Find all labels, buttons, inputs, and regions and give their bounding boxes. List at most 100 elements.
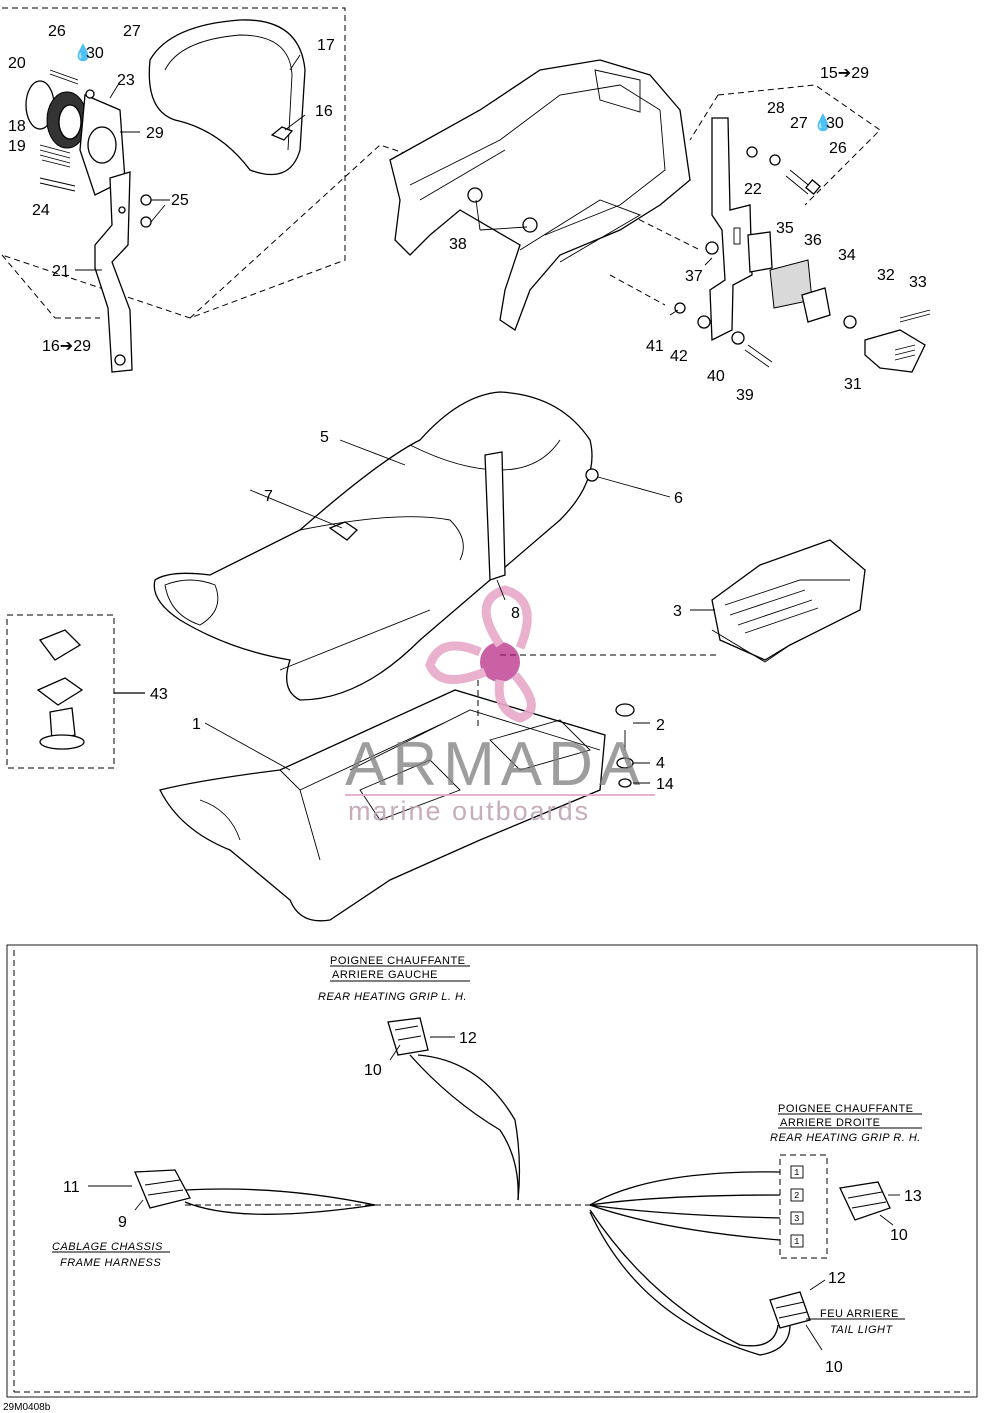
range-right: 15➔29 [820, 65, 869, 82]
tail-en: TAIL LIGHT [830, 1324, 893, 1336]
nut-14 [618, 778, 632, 788]
luggage-rack [389, 59, 691, 331]
bracket-22 [709, 117, 753, 342]
callout-24: 24 [32, 202, 50, 219]
callout-2: 2 [656, 717, 665, 734]
callout-9: 9 [118, 1214, 127, 1231]
callout-36: 36 [804, 232, 822, 249]
screw-26b [785, 169, 813, 195]
washer-37 [705, 241, 719, 255]
bracket-21 [94, 171, 133, 373]
spacer-35 [747, 231, 773, 273]
callout-10a: 10 [364, 1062, 382, 1079]
armada-watermark: ARMADA marine outboards [345, 585, 655, 826]
callout-39: 39 [736, 387, 754, 404]
seat-cushion [153, 391, 593, 701]
callout-11: 11 [63, 1179, 80, 1196]
frame-1 [159, 689, 606, 922]
nut-25 [140, 194, 152, 206]
tail-fr: FEU ARRIERE [820, 1308, 899, 1320]
drawing-code: 29M0408b [3, 1402, 51, 1413]
pin-2: 2 [794, 1191, 799, 1201]
callout-28: 28 [767, 100, 785, 117]
nut-41 [674, 302, 686, 314]
washer-28 [746, 146, 758, 158]
backrest-group-outline [1, 7, 346, 319]
grip-lh-fr-2: ARRIERE GAUCHE [332, 969, 438, 981]
callout-26a: 26 [48, 23, 66, 40]
callout-labels: 5 7 6 8 3 43 1 2 4 14 26 💧 30 27 20 23 1… [8, 23, 927, 793]
callout-34: 34 [838, 247, 856, 264]
callout-32: 32 [877, 267, 895, 284]
pin-3: 3 [794, 1214, 799, 1224]
callout-41: 41 [646, 338, 664, 355]
callout-43: 43 [150, 686, 168, 703]
callout-6: 6 [674, 490, 683, 507]
backrest-knob [270, 126, 294, 141]
grommet-kit-group [6, 614, 145, 769]
callout-40: 40 [707, 368, 725, 385]
grip-rh-fr-1: POIGNEE CHAUFFANTE [778, 1103, 914, 1115]
nut-38 [467, 187, 483, 203]
pin-1: 1 [794, 1168, 799, 1178]
callout-5: 5 [320, 429, 329, 446]
callout-29: 29 [146, 125, 164, 142]
callout-42: 42 [670, 348, 688, 365]
callout-38: 38 [449, 236, 467, 253]
propeller-logo [425, 585, 536, 723]
wire-tail [589, 1209, 779, 1347]
range-left: 16➔29 [42, 338, 91, 355]
seat-knob-7 [328, 521, 359, 541]
grip-lh-fr-1: POIGNEE CHAUFFANTE [330, 955, 466, 967]
callout-27a: 27 [123, 23, 141, 40]
connector-frame [134, 1169, 191, 1209]
oil-drop-icon-2: 💧 [813, 113, 833, 132]
plate [36, 677, 84, 706]
storage-box-3 [711, 539, 866, 661]
connector-tail-light [769, 1291, 811, 1329]
screw-24 [39, 177, 76, 192]
washer-27 [769, 154, 781, 166]
grip-rh-fr-2: ARRIERE DROITE [780, 1117, 881, 1129]
washer-42 [697, 315, 711, 329]
wiring-section: POIGNEE CHAUFFANTE ARRIERE GAUCHE REAR H… [6, 944, 978, 1398]
connector-rh-grip [839, 1181, 891, 1221]
spring-19 [39, 144, 71, 168]
callout-10c: 10 [825, 1359, 843, 1376]
pin-4: 1 [794, 1237, 799, 1247]
callout-16: 16 [315, 103, 333, 120]
callout-3: 3 [673, 603, 682, 620]
callout-20: 20 [8, 55, 26, 72]
callout-19: 19 [8, 138, 26, 155]
callout-10b: 10 [890, 1227, 908, 1244]
gasket [38, 629, 82, 661]
callout-30b: 30 [826, 115, 844, 132]
rubber-bumper [49, 707, 76, 741]
frame-fr: CABLAGE CHASSIS [52, 1241, 163, 1253]
seat-latch-6 [585, 468, 599, 482]
seat-group [153, 391, 599, 701]
callout-13: 13 [904, 1188, 922, 1205]
washer-40 [731, 331, 745, 345]
heated-grip-31 [864, 329, 926, 373]
callout-30a: 30 [86, 45, 104, 62]
callout-7: 7 [264, 488, 273, 505]
cap-2 [615, 703, 635, 717]
bolt-39 [744, 344, 773, 368]
pin-33 [899, 309, 931, 323]
callout-25: 25 [171, 192, 189, 209]
grommet-kit-outline [6, 614, 115, 769]
connector-lh-grip [387, 1017, 429, 1056]
frame-group [159, 680, 635, 922]
callout-21: 21 [52, 263, 70, 280]
callout-17: 17 [317, 37, 335, 54]
backrest-group [1, 7, 346, 373]
callout-22: 22 [744, 181, 762, 198]
block-34 [801, 287, 831, 323]
wire-rh-1 [589, 1171, 781, 1206]
callout-1: 1 [192, 716, 201, 733]
callout-23: 23 [117, 72, 135, 89]
callout-37: 37 [685, 268, 703, 285]
callout-4: 4 [656, 755, 665, 772]
